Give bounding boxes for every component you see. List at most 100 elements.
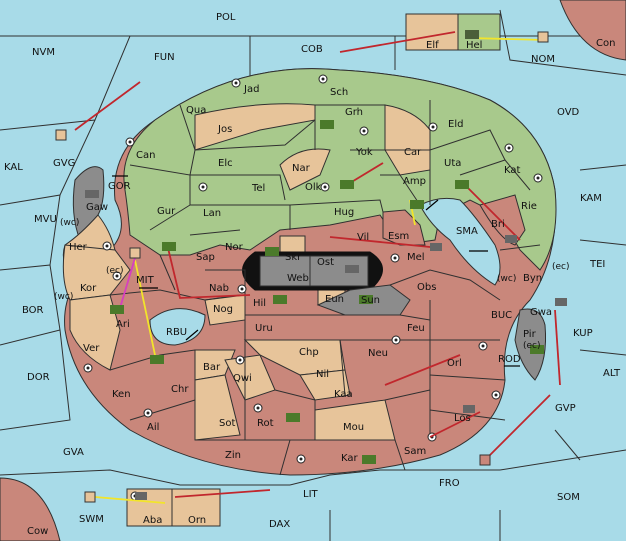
unit-army (320, 120, 334, 129)
province-Elf[interactable] (405, 13, 459, 51)
south-borders (109, 254, 506, 476)
supply-center (491, 390, 501, 400)
province-Con[interactable] (559, 0, 626, 61)
label-Hug: Hug (334, 207, 354, 218)
supply-center (143, 408, 153, 418)
label-Sap: Sap (196, 252, 215, 263)
map-labels: POL NVM FUN COB NOM Con OVD KAL GVG GOR … (4, 12, 621, 537)
label-Uta: Uta (444, 158, 461, 169)
unit-army (273, 295, 287, 304)
unit-army (362, 455, 376, 464)
label-Feu: Feu (407, 323, 425, 334)
supply-center (359, 126, 369, 136)
label-Lan: Lan (203, 208, 221, 219)
unit-fleet (479, 454, 491, 466)
label-Uru: Uru (255, 323, 273, 334)
unit-fleet (55, 129, 67, 141)
label-Nor: Nor (225, 242, 244, 253)
coast-gwa-ec: (ec) (523, 341, 541, 351)
label-Car: Car (404, 147, 422, 158)
label-Neu: Neu (368, 348, 388, 359)
province-Kor[interactable] (62, 244, 131, 301)
province-Nil[interactable] (299, 369, 351, 401)
coast-byn-ec: (ec) (552, 262, 570, 272)
coast-arrows (112, 175, 520, 367)
label-Esm: Esm (388, 231, 409, 242)
label-Ari: Ari (116, 319, 130, 330)
supply-center (112, 271, 122, 281)
label-Gwa: Gwa (530, 307, 552, 318)
label-Ail: Ail (147, 422, 159, 433)
label-Can: Can (136, 150, 155, 161)
label-NVM: NVM (32, 47, 55, 58)
label-MIT: MIT (136, 275, 155, 286)
province-Car[interactable] (384, 104, 431, 176)
unit-fleet (84, 491, 96, 503)
label-Mel: Mel (407, 252, 425, 263)
supply-center (320, 182, 330, 192)
north-borders (129, 100, 541, 251)
label-Ken: Ken (112, 389, 131, 400)
label-Orl: Orl (447, 358, 462, 369)
label-BOR: BOR (22, 305, 44, 316)
unit-fleet (505, 235, 517, 243)
label-Tel: Tel (251, 183, 265, 194)
label-Elc: Elc (218, 158, 233, 169)
label-Chr: Chr (171, 384, 189, 395)
sea-SMA[interactable] (419, 197, 501, 286)
label-Skr: Skr (285, 252, 302, 263)
province-Ver[interactable] (69, 294, 121, 371)
label-Orn: Orn (188, 515, 206, 526)
supply-center (296, 454, 306, 464)
unit-army (286, 413, 300, 422)
label-MVU: MVU (34, 214, 57, 225)
supply-center (231, 78, 241, 88)
label-DAX: DAX (269, 519, 290, 530)
label-GVG: GVG (53, 158, 75, 169)
label-Ost: Ost (317, 257, 334, 268)
label-Web: Web (287, 273, 309, 284)
order-arrows (74, 31, 561, 504)
label-Obs: Obs (417, 282, 436, 293)
supply-centers (83, 74, 543, 501)
sea-borders (0, 9, 626, 541)
label-Kar: Kar (341, 453, 359, 464)
label-Kat: Kat (504, 165, 521, 176)
supply-center (428, 122, 438, 132)
supply-center (125, 137, 135, 147)
province-Nar[interactable] (279, 148, 331, 191)
label-RBU: RBU (166, 327, 187, 338)
units (55, 30, 567, 503)
label-Sam: Sam (404, 446, 426, 457)
label-Yok: Yok (355, 147, 373, 158)
label-SOM: SOM (557, 492, 580, 503)
supply-center (102, 241, 112, 251)
province-Esm[interactable] (382, 209, 426, 246)
label-GVA: GVA (63, 447, 84, 458)
unit-army (340, 180, 354, 189)
supply-center (478, 341, 488, 351)
province-Pir[interactable] (514, 308, 546, 381)
label-Con: Con (596, 38, 615, 49)
unit-army (455, 180, 469, 189)
label-Amp: Amp (403, 176, 426, 187)
label-Nab: Nab (209, 283, 229, 294)
label-Rie: Rie (521, 201, 537, 212)
coast-kor-wc: (wc) (54, 292, 73, 302)
label-KAL: KAL (4, 162, 23, 173)
province-Ost[interactable] (309, 255, 369, 287)
province-Sot[interactable] (194, 374, 241, 441)
unit-army (110, 305, 124, 314)
label-Qwi: Qwi (233, 373, 252, 384)
label-GOR: GOR (108, 181, 131, 192)
unit-fleet (85, 190, 99, 198)
label-Sch: Sch (330, 87, 348, 98)
label-Grh: Grh (345, 107, 363, 118)
label-Eld: Eld (448, 119, 463, 130)
coast-kor-ec: (ec) (106, 266, 124, 276)
label-Hil: Hil (253, 298, 266, 309)
label-Olk: Olk (305, 182, 322, 193)
unit-army (410, 200, 424, 209)
label-Kaa: Kaa (334, 389, 353, 400)
